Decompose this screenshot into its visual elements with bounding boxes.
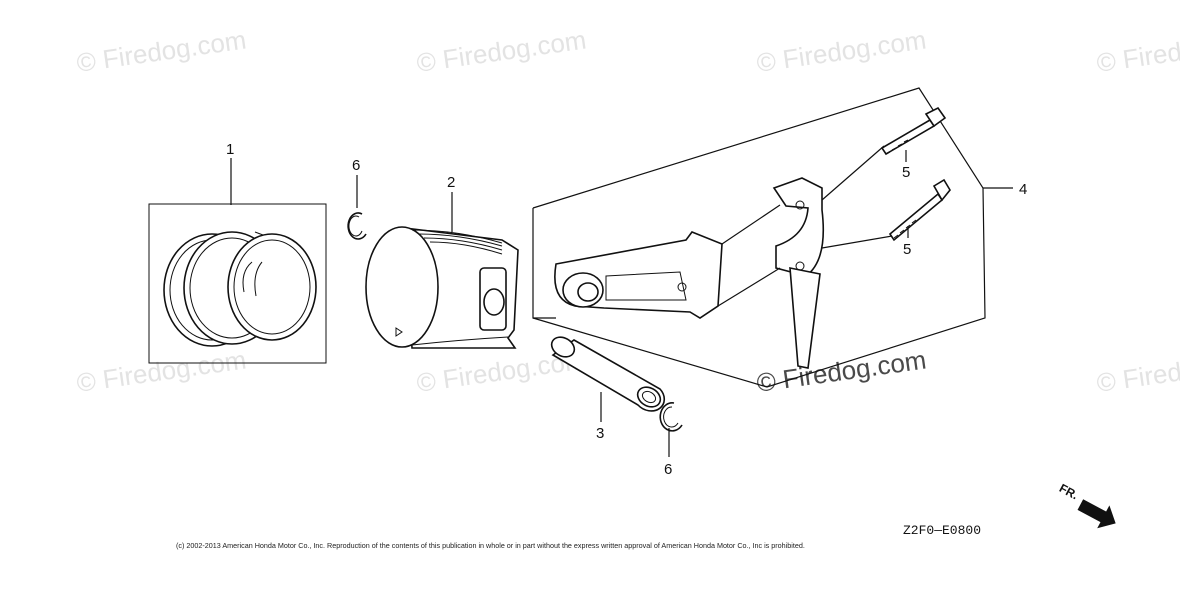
rod-bolt-lower	[888, 178, 951, 242]
piston	[365, 192, 519, 349]
callout-piston-ring-set: 1	[226, 141, 234, 158]
piston-pin-clip-upper	[347, 175, 367, 240]
piston-pin	[550, 336, 666, 422]
watermark: © Firedog.com	[75, 344, 248, 397]
callout-connecting-rod: 4	[1019, 181, 1027, 198]
piston-ring-set	[148, 158, 327, 364]
drawing-code: Z2F0—E0800	[903, 523, 981, 538]
callout-clip-upper: 6	[352, 157, 360, 174]
front-arrow-icon	[1077, 499, 1116, 529]
watermark: © Firedog.com	[755, 344, 928, 397]
callout-clip-lower: 6	[664, 461, 672, 478]
front-label: FR.	[1057, 481, 1081, 502]
callout-rod-bolt-lower: 5	[903, 241, 911, 258]
piston-pin-clip-lower	[659, 402, 683, 457]
front-direction-indicator: FR.	[1057, 481, 1116, 529]
watermark: © Firedog.com	[415, 24, 588, 77]
watermark: © Firedog.com	[1095, 344, 1180, 397]
callout-rod-bolt-upper: 5	[902, 164, 910, 181]
watermark: © Firedog.com	[755, 24, 928, 77]
copyright-notice: (c) 2002-2013 American Honda Motor Co., …	[176, 541, 805, 550]
rod-bolt-upper	[880, 106, 947, 162]
watermark: © Firedog.com	[1095, 24, 1180, 77]
callout-piston: 2	[447, 174, 455, 191]
callout-piston-pin: 3	[596, 425, 604, 442]
watermark: © Firedog.com	[75, 24, 248, 77]
connecting-rod-assembly	[532, 87, 1013, 388]
